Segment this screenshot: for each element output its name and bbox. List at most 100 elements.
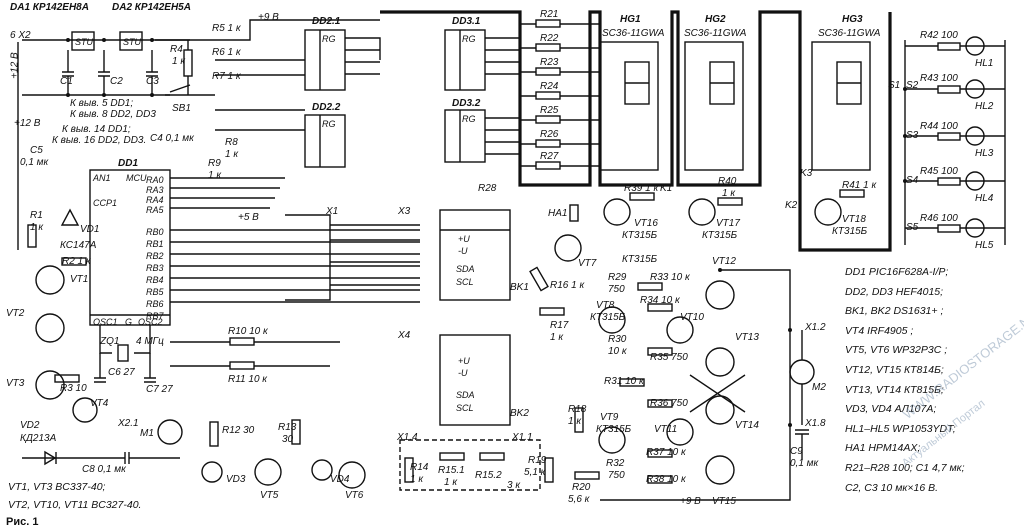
label-r2: R2 1 к [62, 256, 91, 267]
label-r19: R19 [528, 455, 547, 466]
label-r34: R34 10 к [640, 295, 680, 306]
label-c8: C8 0,1 мк [82, 464, 126, 475]
label-vt16v: КТ315Б [622, 230, 658, 241]
legend-row: VD3, VD4 АЛ107А; [845, 403, 937, 416]
label-r20v: 5,6 к [568, 494, 590, 505]
legend-row: BK1, BK2 DS1631+ ; [845, 305, 944, 318]
label-x11: X1.1 [512, 432, 533, 443]
label-rb2: RB2 [146, 251, 164, 261]
label-r37: R37 10 к [646, 447, 686, 458]
label-r151v: 1 к [444, 477, 458, 488]
figure-caption: Рис. 1 [6, 516, 39, 528]
label-vt17: VT17 [716, 218, 740, 229]
label-hl5: HL5 [975, 240, 994, 251]
label-hl2: HL2 [975, 101, 994, 112]
label-r27: R27 [540, 151, 559, 162]
note-row: VT2, VT10, VT11 BC327-40. [8, 499, 142, 511]
legend-row: R21–R28 100; C1 4,7 мк; [845, 461, 965, 474]
label-c5v: 0,1 мк [20, 157, 49, 168]
label-r5: R5 1 к [212, 23, 241, 34]
label-bk1-u+: +U [458, 234, 470, 244]
label-osc1: OSC1 [93, 317, 118, 327]
label-sc36b: SC36-11GWA [684, 28, 747, 39]
label-g: G [125, 317, 133, 327]
label-bk1-u-: -U [458, 246, 468, 256]
label-sc36c: SC36-11GWA [818, 28, 881, 39]
dd2-2-body [304, 114, 346, 168]
label-vd1: VD1 [80, 224, 100, 235]
label-hl1: HL1 [975, 58, 994, 69]
label-c6: C6 27 [108, 367, 135, 378]
label-s2: S2 [906, 80, 919, 91]
label-c9: C9 [790, 446, 803, 457]
label-vt9: VT9 [600, 412, 619, 423]
label-s3: S3 [906, 130, 919, 141]
dd1-body [89, 169, 171, 326]
bold-frame-dd3 [380, 10, 892, 252]
label-x18: X1.8 [805, 418, 826, 429]
label-ra0: RA0 [146, 175, 164, 185]
label-r44: R44 100 [920, 121, 958, 132]
label-vt4: VT4 [90, 398, 109, 409]
label-r14: R14 [410, 462, 429, 473]
label-stu2: STU [123, 37, 141, 47]
label-r46: R46 100 [920, 213, 958, 224]
label-vt8v: КТ315Б [590, 312, 626, 323]
label-rg4: RG [462, 114, 476, 124]
label-x4: X4 [398, 330, 411, 341]
label-r35: R35 750 [650, 352, 688, 363]
label-r22: R22 [540, 33, 559, 44]
label-r151: R15.1 [438, 465, 465, 476]
label-stu1: STU [75, 37, 93, 47]
label-c4: C4 0,1 мк [150, 133, 194, 144]
label-dd21: DD2.1 [312, 16, 341, 27]
label-c2: C2 [110, 76, 123, 87]
label-vd4: VD4 [330, 474, 350, 485]
label-rg2: RG [322, 119, 336, 129]
label-vt10: VT10 [680, 312, 704, 323]
label-m1: M1 [140, 428, 154, 439]
label-rg1: RG [322, 34, 336, 44]
label-vt1: VT1 [70, 274, 89, 285]
label-r40: R40 [718, 176, 737, 187]
label-vt14: VT14 [735, 420, 759, 431]
label-vt7: VT7 [578, 258, 597, 269]
label-dd1: DD1 [118, 158, 139, 169]
label-vt3: VT3 [6, 378, 25, 389]
label-r29v: 750 [608, 284, 625, 295]
label-rb4: RB4 [146, 275, 164, 285]
label-r23: R23 [540, 57, 559, 68]
label-12v-a: +12 В [9, 52, 21, 79]
hg3-body [811, 41, 871, 171]
label-ra3: RA3 [146, 185, 164, 195]
label-vyv3: К выв. 14 DD1; [62, 124, 131, 135]
label-x2: 6 X2 [10, 30, 31, 41]
label-c5: C5 [30, 145, 43, 156]
label-bk2-scl: SCL [456, 403, 474, 413]
label-r29: R29 [608, 272, 627, 283]
label-vt11: VT11 [654, 424, 678, 435]
label-hl4: HL4 [975, 193, 994, 204]
label-r9v: 1 к [208, 170, 222, 181]
label-rg3: RG [462, 34, 476, 44]
legend-row: VT13, VT14 КТ815Б; [845, 383, 944, 396]
label-vyv2: К выв. 8 DD2, DD3 [70, 109, 156, 120]
label-hg3: HG3 [842, 14, 863, 25]
label-r18: R18 [568, 404, 587, 415]
label-vt2: VT2 [6, 308, 25, 319]
label-zq1: ZQ1 [100, 336, 120, 347]
label-vyv4: К выв. 16 DD2, DD3. [52, 135, 147, 146]
label-r30: R30 [608, 334, 627, 345]
parts-legend: DD1 PIC16F628A-I/P; DD2, DD3 HEF4015; BK… [845, 263, 1023, 498]
label-osc2: OSC2 [138, 317, 163, 327]
label-vt17v: КТ315Б [702, 230, 738, 241]
label-r13v: 30 [282, 434, 294, 445]
label-vd2: VD2 [20, 420, 40, 431]
label-x1: X1 [326, 206, 339, 217]
label-hl3: HL3 [975, 148, 994, 159]
label-sc36a: SC36-11GWA [602, 28, 665, 39]
label-da2: DA2 КР142ЕН5А [112, 2, 191, 13]
label-r43: R43 100 [920, 73, 958, 84]
label-dd22: DD2.2 [312, 102, 341, 113]
